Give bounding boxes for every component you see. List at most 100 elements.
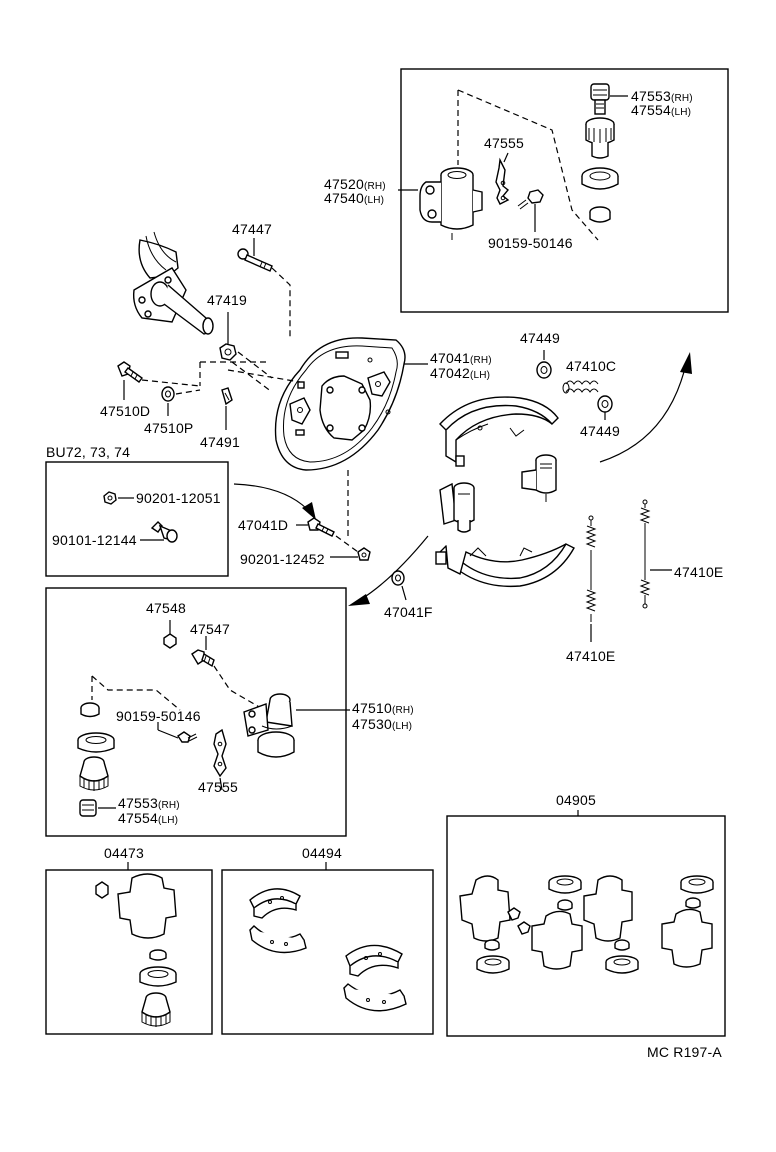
wheel-cylinder-lh-detail-box	[45, 587, 350, 837]
kit-04473-cup	[139, 966, 177, 987]
label-90201-12452: 90201-12452	[240, 551, 325, 567]
label-90101-12144: 90101-12144	[52, 532, 137, 548]
kit-04905-cup-3	[476, 955, 510, 974]
label-47520: 47520(RH)	[324, 176, 386, 192]
label-47449-a: 47449	[520, 330, 560, 346]
label-90201-12051: 90201-12051	[136, 490, 221, 506]
label-47449-b: 47449	[580, 423, 620, 439]
bleeder-screw-lh	[79, 799, 97, 817]
kit-04905-boot-1	[557, 899, 573, 911]
nut-47449-b	[597, 395, 613, 413]
bleeder-cap-47548	[163, 633, 177, 649]
backing-plate	[274, 337, 406, 471]
label-47553-b: 47553(RH)	[118, 795, 180, 811]
brake-shoe-upper	[439, 396, 559, 467]
label-47410c: 47410C	[566, 358, 616, 374]
label-47555-top: 47555	[484, 135, 524, 151]
spring-47410e-left	[585, 515, 597, 622]
bu-models-box	[45, 461, 229, 577]
wheel-cylinder-top	[419, 167, 483, 240]
bolt-top	[517, 189, 544, 210]
label-47042: 47042(LH)	[430, 365, 490, 381]
bolt-47510d	[117, 361, 143, 383]
label-47554-lh: 47554(LH)	[631, 102, 691, 118]
nut-90201-12452	[357, 547, 371, 561]
kit-04905-cylinder-1	[459, 875, 511, 942]
bleeder-screw-47547	[191, 649, 215, 668]
washer-47510p	[161, 386, 175, 402]
boot-top	[589, 206, 611, 223]
label-47510: 47510(RH)	[352, 700, 414, 716]
clip-top	[495, 157, 510, 205]
kit-04905-cylinder-3	[583, 875, 633, 942]
nut-90201-12051	[103, 491, 117, 505]
kit-04905-cup-1	[548, 875, 582, 894]
nut-47419	[219, 343, 237, 361]
bolt-47447	[237, 248, 273, 272]
label-90159-mid: 90159-50146	[116, 708, 201, 724]
kit-04494-shoe-2	[249, 925, 307, 954]
clip-47491	[221, 387, 233, 406]
kit-04494-shoe-4	[342, 983, 407, 1012]
wheel-cylinder-right	[521, 454, 557, 502]
kit-04905-boot-2	[685, 897, 701, 909]
cup-seal-lh	[77, 732, 115, 753]
direction-arrow-left	[348, 535, 429, 606]
cup-seal-top	[581, 167, 619, 190]
label-47553-rh: 47553(RH)	[631, 88, 693, 104]
label-47447: 47447	[232, 221, 272, 237]
nut-47449-a	[536, 361, 552, 379]
label-47410e-b: 47410E	[566, 648, 615, 664]
kit-04494-shoe-1	[249, 888, 301, 919]
kit-04905-cup-2	[680, 875, 714, 894]
kit-04905-boot-4	[614, 939, 630, 951]
kit-04905-cylinder-4	[661, 908, 713, 968]
bleeder-screw-top	[590, 83, 610, 115]
label-47041: 47041(RH)	[430, 350, 492, 366]
label-kit-04473: 04473	[104, 845, 144, 861]
kit-04905-boot-3	[484, 939, 500, 951]
label-kit-04494: 04494	[302, 845, 342, 861]
wheel-cylinder-detail-box	[398, 68, 729, 313]
steering-knuckle	[132, 231, 214, 335]
bolt-47041d	[307, 517, 335, 537]
direction-arrow-bu	[233, 483, 316, 520]
kit-04473-box	[45, 869, 213, 1035]
piston-lh	[79, 756, 109, 791]
wheel-cylinder-lh	[243, 693, 295, 758]
label-47510p: 47510P	[144, 420, 193, 436]
label-47540: 47540(LH)	[324, 190, 384, 206]
kit-04473-boot	[149, 949, 167, 961]
label-47041d: 47041D	[238, 517, 288, 533]
kit-04494-box	[221, 869, 434, 1035]
nut-47041f	[391, 570, 405, 586]
label-47410e-a: 47410E	[674, 564, 723, 580]
kit-04905-cap-1	[507, 907, 521, 921]
label-47510d: 47510D	[100, 403, 150, 419]
label-47419: 47419	[207, 292, 247, 308]
label-kit-04905: 04905	[556, 792, 596, 808]
bolt-90101-12144	[150, 521, 178, 543]
kit-04473-cap	[95, 881, 109, 899]
label-47555-mid: 47555	[198, 779, 238, 795]
label-47548: 47548	[146, 600, 186, 616]
spring-47410e-right	[639, 499, 651, 609]
kit-04473-cylinder	[117, 873, 177, 939]
kit-04905-cup-4	[605, 955, 639, 974]
kit-04905-cap-2	[517, 921, 531, 935]
label-47554-b: 47554(LH)	[118, 810, 178, 826]
clip-47555-lh	[213, 728, 227, 778]
wheel-cylinder-left	[439, 482, 475, 533]
label-90159-top: 90159-50146	[488, 235, 573, 251]
direction-arrow-right	[599, 352, 692, 463]
brake-shoe-lower	[435, 543, 575, 588]
bolt-90159-lh	[177, 731, 198, 743]
spring-47410c	[562, 380, 599, 394]
kit-04473-piston	[141, 992, 171, 1027]
kit-04494-shoe-3	[345, 944, 403, 977]
label-47547: 47547	[190, 621, 230, 637]
kit-04905-box	[446, 815, 726, 1037]
boot-lh	[80, 702, 100, 718]
label-47491: 47491	[200, 434, 240, 450]
